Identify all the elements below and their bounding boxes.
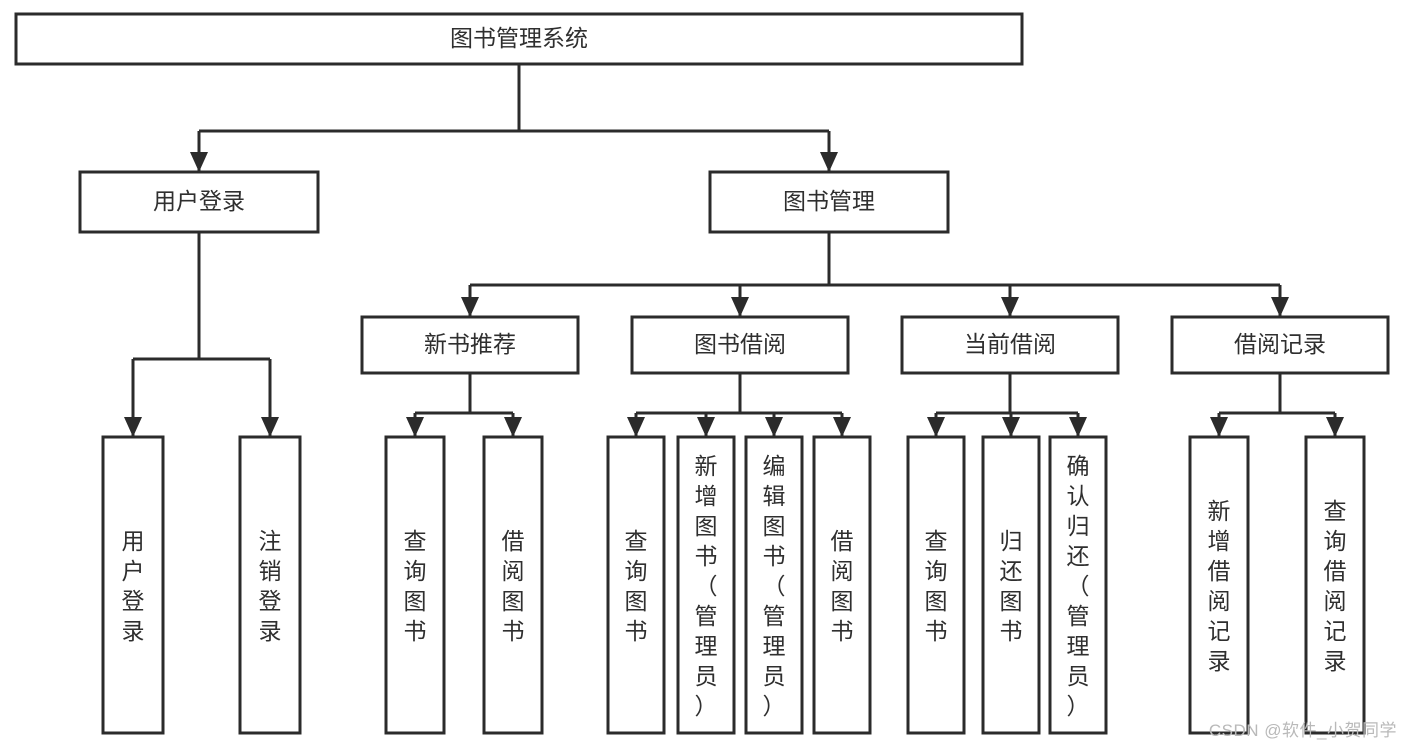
node-box [906,435,966,735]
node-leaf-add-book[interactable]: 新增图书（管理员） [676,435,736,735]
arrow-head-icon [697,417,715,437]
node-records[interactable]: 借阅记录 [1170,315,1390,375]
node-label: 新增借阅记录 [1208,498,1231,674]
arrow-head-icon [1002,417,1020,437]
arrow-head-icon [1271,297,1289,317]
node-leaf-add-record[interactable]: 新增借阅记录 [1188,435,1250,735]
node-layer: 图书管理系统用户登录图书管理新书推荐图书借阅当前借阅借阅记录用户登录注销登录查询… [14,12,1390,735]
arrow-head-icon [1001,297,1019,317]
node-label: 编辑图书（管理员） [763,453,786,719]
node-leaf-query-book-1[interactable]: 查询图书 [384,435,446,735]
node-box [812,435,872,735]
arrow-head-icon [927,417,945,437]
node-box [1048,435,1108,735]
node-leaf-confirm-return[interactable]: 确认归还（管理员） [1048,435,1108,735]
arrow-head-icon [731,297,749,317]
node-box [630,315,850,375]
node-newbook[interactable]: 新书推荐 [360,315,580,375]
edge-from-login [124,232,279,437]
node-label: 借阅记录 [1234,331,1326,357]
arrow-head-icon [190,152,208,172]
node-label: 新增图书（管理员） [695,453,718,719]
node-box [1304,435,1366,735]
node-label: 图书管理 [783,188,875,214]
node-box [981,435,1041,735]
node-box [708,170,950,234]
edge-from-newbook [406,373,522,437]
node-leaf-borrow-book-2[interactable]: 借阅图书 [812,435,872,735]
arrow-head-icon [124,417,142,437]
arrow-head-icon [1210,417,1228,437]
node-leaf-edit-book[interactable]: 编辑图书（管理员） [744,435,804,735]
edge-from-bookmgmt [461,232,1289,317]
node-current[interactable]: 当前借阅 [900,315,1120,375]
node-label: 用户登录 [153,188,245,214]
edge-from-root [190,64,838,172]
arrow-head-icon [765,417,783,437]
node-label: 新书推荐 [424,331,516,357]
edge-from-borrow [627,373,851,437]
node-label: 当前借阅 [964,331,1056,357]
node-label: 注销登录 [259,528,282,644]
node-box [384,435,446,735]
node-label: 确认归还（管理员） [1067,453,1090,719]
node-leaf-logout[interactable]: 注销登录 [238,435,302,735]
node-leaf-query-record[interactable]: 查询借阅记录 [1304,435,1366,735]
node-label: 图书借阅 [694,331,786,357]
node-box [101,435,165,735]
arrow-head-icon [833,417,851,437]
arrow-head-icon [261,417,279,437]
node-box [744,435,804,735]
node-box [900,315,1120,375]
edge-from-records [1210,373,1344,437]
node-box [1170,315,1390,375]
arrow-head-icon [627,417,645,437]
arrow-head-icon [504,417,522,437]
node-root[interactable]: 图书管理系统 [14,12,1024,66]
node-box [238,435,302,735]
arrow-head-icon [406,417,424,437]
arrow-head-icon [820,152,838,172]
node-label: 图书管理系统 [450,25,588,51]
arrow-head-icon [1326,417,1344,437]
node-label: 查询图书 [625,528,648,644]
node-leaf-query-book-2[interactable]: 查询图书 [606,435,666,735]
node-borrow[interactable]: 图书借阅 [630,315,850,375]
node-label: 查询图书 [404,528,427,644]
node-leaf-user-login[interactable]: 用户登录 [101,435,165,735]
node-box [78,170,320,234]
edge-layer [124,64,1344,437]
node-box [14,12,1024,66]
node-label: 归还图书 [1000,528,1023,644]
node-bookmgmt[interactable]: 图书管理 [708,170,950,234]
arrow-head-icon [1069,417,1087,437]
node-leaf-borrow-book-1[interactable]: 借阅图书 [482,435,544,735]
node-box [676,435,736,735]
node-box [360,315,580,375]
node-label: 借阅图书 [831,528,854,644]
node-label: 借阅图书 [502,528,525,644]
node-leaf-query-book-3[interactable]: 查询图书 [906,435,966,735]
node-box [606,435,666,735]
node-label: 用户登录 [122,528,145,644]
node-box [1188,435,1250,735]
node-box [482,435,544,735]
node-leaf-return-book[interactable]: 归还图书 [981,435,1041,735]
arrow-head-icon [461,297,479,317]
node-label: 查询借阅记录 [1324,498,1347,674]
node-label: 查询图书 [925,528,948,644]
edge-from-current [927,373,1087,437]
node-login[interactable]: 用户登录 [78,170,320,234]
